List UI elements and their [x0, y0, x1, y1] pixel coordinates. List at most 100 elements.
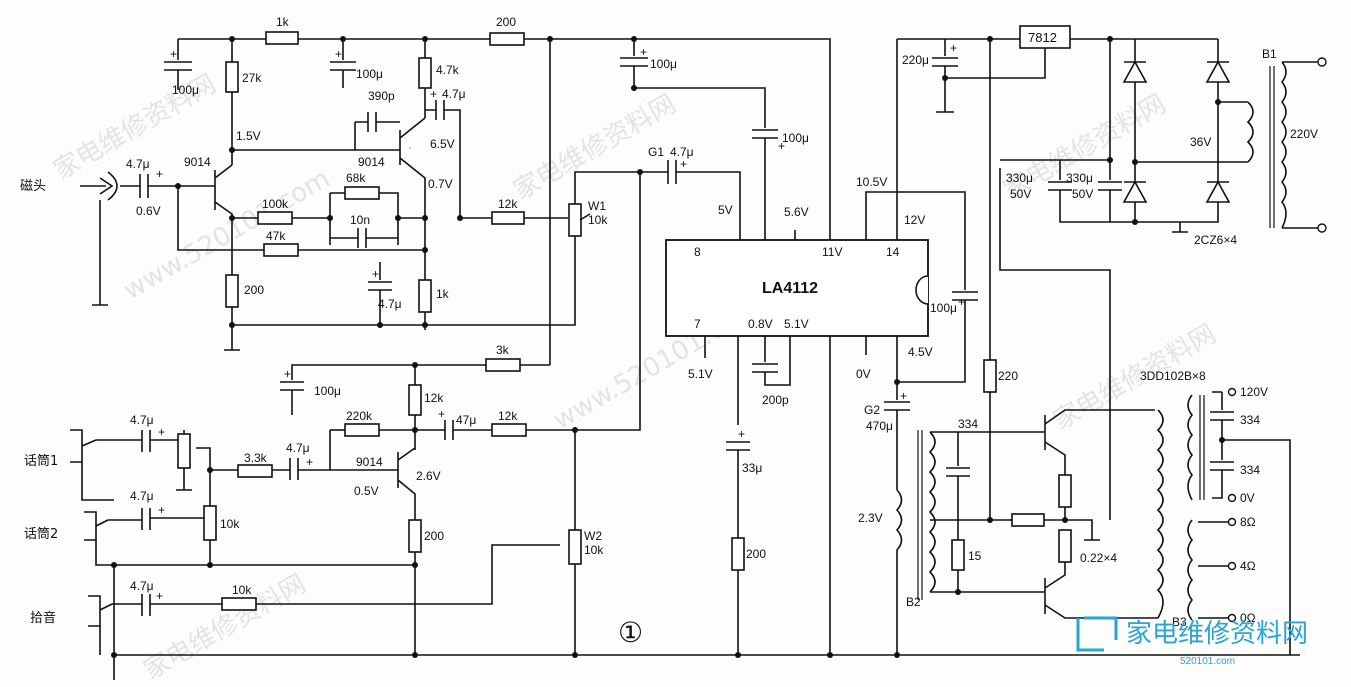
svg-text:10k: 10k	[220, 517, 240, 531]
svg-text:+: +	[958, 295, 965, 309]
junctions	[111, 36, 1225, 658]
ic-label: LA4112	[762, 280, 818, 297]
svg-text:100μ: 100μ	[650, 57, 677, 71]
svg-text:100μ: 100μ	[314, 384, 341, 398]
svg-text:120V: 120V	[1240, 385, 1268, 399]
svg-text:200: 200	[424, 529, 444, 543]
svg-text:+: +	[156, 589, 163, 603]
input-mic2-label: 话筒2	[24, 526, 58, 542]
svg-text:0V: 0V	[1240, 491, 1255, 505]
input-pickup-label: 拾音	[30, 610, 56, 626]
svg-text:+: +	[738, 427, 745, 441]
svg-text:+: +	[430, 87, 437, 101]
svg-text:3.3k: 3.3k	[244, 451, 268, 465]
svg-text:+: +	[950, 41, 957, 55]
svg-text:12k: 12k	[424, 391, 444, 405]
r-1k-emitter	[418, 279, 432, 313]
svg-text:5.1V: 5.1V	[688, 367, 713, 381]
svg-text:0.6V: 0.6V	[136, 204, 161, 218]
svg-text:G1: G1	[648, 145, 664, 159]
input-head-label: 磁头	[20, 179, 46, 194]
r-27k	[225, 61, 239, 93]
r-4.7k	[418, 57, 432, 89]
svg-text:G2: G2	[864, 403, 880, 417]
svg-text:W2: W2	[584, 529, 602, 543]
svg-text:200: 200	[496, 15, 516, 29]
r-12k-out	[491, 423, 527, 437]
svg-text:+: +	[640, 45, 647, 59]
r-link	[1011, 513, 1045, 527]
svg-text:11V: 11V	[822, 245, 842, 259]
r-220	[983, 359, 997, 393]
svg-text:+: +	[284, 367, 291, 381]
top-rail	[178, 38, 831, 655]
svg-text:+: +	[156, 167, 163, 181]
svg-text:4.7μ: 4.7μ	[378, 297, 402, 311]
svg-text:4.7μ: 4.7μ	[442, 87, 466, 101]
svg-text:4.7μ: 4.7μ	[670, 145, 694, 159]
stage-1: + 100μ 1k 27k 1.5V + 100μ 4.7k 390p + 4.…	[20, 15, 640, 365]
power-supply: 7812 + 220μ 36V 330μ 50V 330μ 50V B1 220…	[897, 25, 1327, 247]
svg-text:100μ: 100μ	[356, 67, 383, 81]
svg-text:47μ: 47μ	[456, 413, 476, 427]
pot-w2	[568, 529, 582, 565]
r-10k-pickup	[221, 597, 257, 611]
svg-text:7812: 7812	[1028, 30, 1057, 45]
svg-text:+: +	[900, 389, 907, 403]
svg-text:6.5V: 6.5V	[430, 137, 455, 151]
r-220k	[344, 423, 380, 437]
r-12k-w1	[491, 211, 525, 225]
svg-text:+: +	[438, 407, 445, 421]
svg-text:3k: 3k	[496, 343, 510, 357]
svg-text:4.7k: 4.7k	[436, 63, 460, 77]
svg-text:9014: 9014	[358, 155, 385, 169]
svg-text:B2: B2	[906, 595, 921, 609]
svg-text:+: +	[372, 267, 379, 281]
svg-text:100k: 100k	[262, 197, 289, 211]
svg-text:220: 220	[998, 369, 1018, 383]
svg-text:200: 200	[746, 547, 766, 561]
r-0.22-b	[1058, 529, 1072, 563]
svg-text:9014: 9014	[184, 155, 211, 169]
svg-text:220V: 220V	[1290, 127, 1318, 141]
r-0.22-a	[1058, 474, 1072, 508]
svg-text:+: +	[158, 425, 165, 439]
svg-text:520101.com: 520101.com	[1180, 656, 1235, 667]
r-12k-collector	[408, 384, 422, 416]
svg-text:+: +	[306, 455, 313, 469]
svg-text:10.5V: 10.5V	[856, 175, 887, 189]
svg-text:4.7μ: 4.7μ	[130, 579, 154, 593]
svg-text:2.3V: 2.3V	[858, 511, 883, 525]
svg-text:0.5V: 0.5V	[354, 484, 379, 498]
pot-mic1	[177, 433, 191, 469]
r-200-ic	[731, 537, 745, 571]
r-3k	[485, 358, 521, 372]
svg-text:12k: 12k	[498, 197, 518, 211]
svg-text:220k: 220k	[346, 409, 373, 423]
watermark-text: 家电维修资料网	[139, 569, 312, 686]
svg-text:10k: 10k	[584, 543, 604, 557]
svg-text:4.7μ: 4.7μ	[286, 441, 310, 455]
svg-text:334: 334	[1240, 413, 1260, 427]
svg-text:33μ: 33μ	[742, 461, 762, 475]
svg-text:0.7V: 0.7V	[428, 177, 453, 191]
svg-text:0V: 0V	[856, 367, 871, 381]
svg-text:B3: B3	[1172, 615, 1187, 629]
svg-text:+: +	[778, 139, 785, 153]
r-1k-top	[265, 31, 299, 45]
r-15	[951, 539, 965, 571]
svg-text:8Ω: 8Ω	[1240, 515, 1256, 529]
svg-text:0Ω: 0Ω	[1240, 611, 1256, 625]
ic-la4112: LA4112 8 7 11V 14 G1 4.7μ + 5V + 100μ + …	[620, 39, 978, 655]
svg-text:+: +	[680, 157, 687, 171]
svg-text:7: 7	[694, 317, 701, 331]
svg-text:5.1V: 5.1V	[784, 317, 809, 331]
svg-text:10n: 10n	[350, 213, 370, 227]
svg-text:+: +	[335, 47, 342, 61]
svg-text:334: 334	[1240, 463, 1260, 477]
svg-text:1.5V: 1.5V	[236, 129, 261, 143]
stage-2: 3k + 100μ 12k 220k + 47μ 12k 9014 2.6V 0…	[24, 172, 643, 680]
svg-text:2CZ6×4: 2CZ6×4	[1194, 233, 1237, 247]
svg-text:1k: 1k	[276, 15, 290, 29]
